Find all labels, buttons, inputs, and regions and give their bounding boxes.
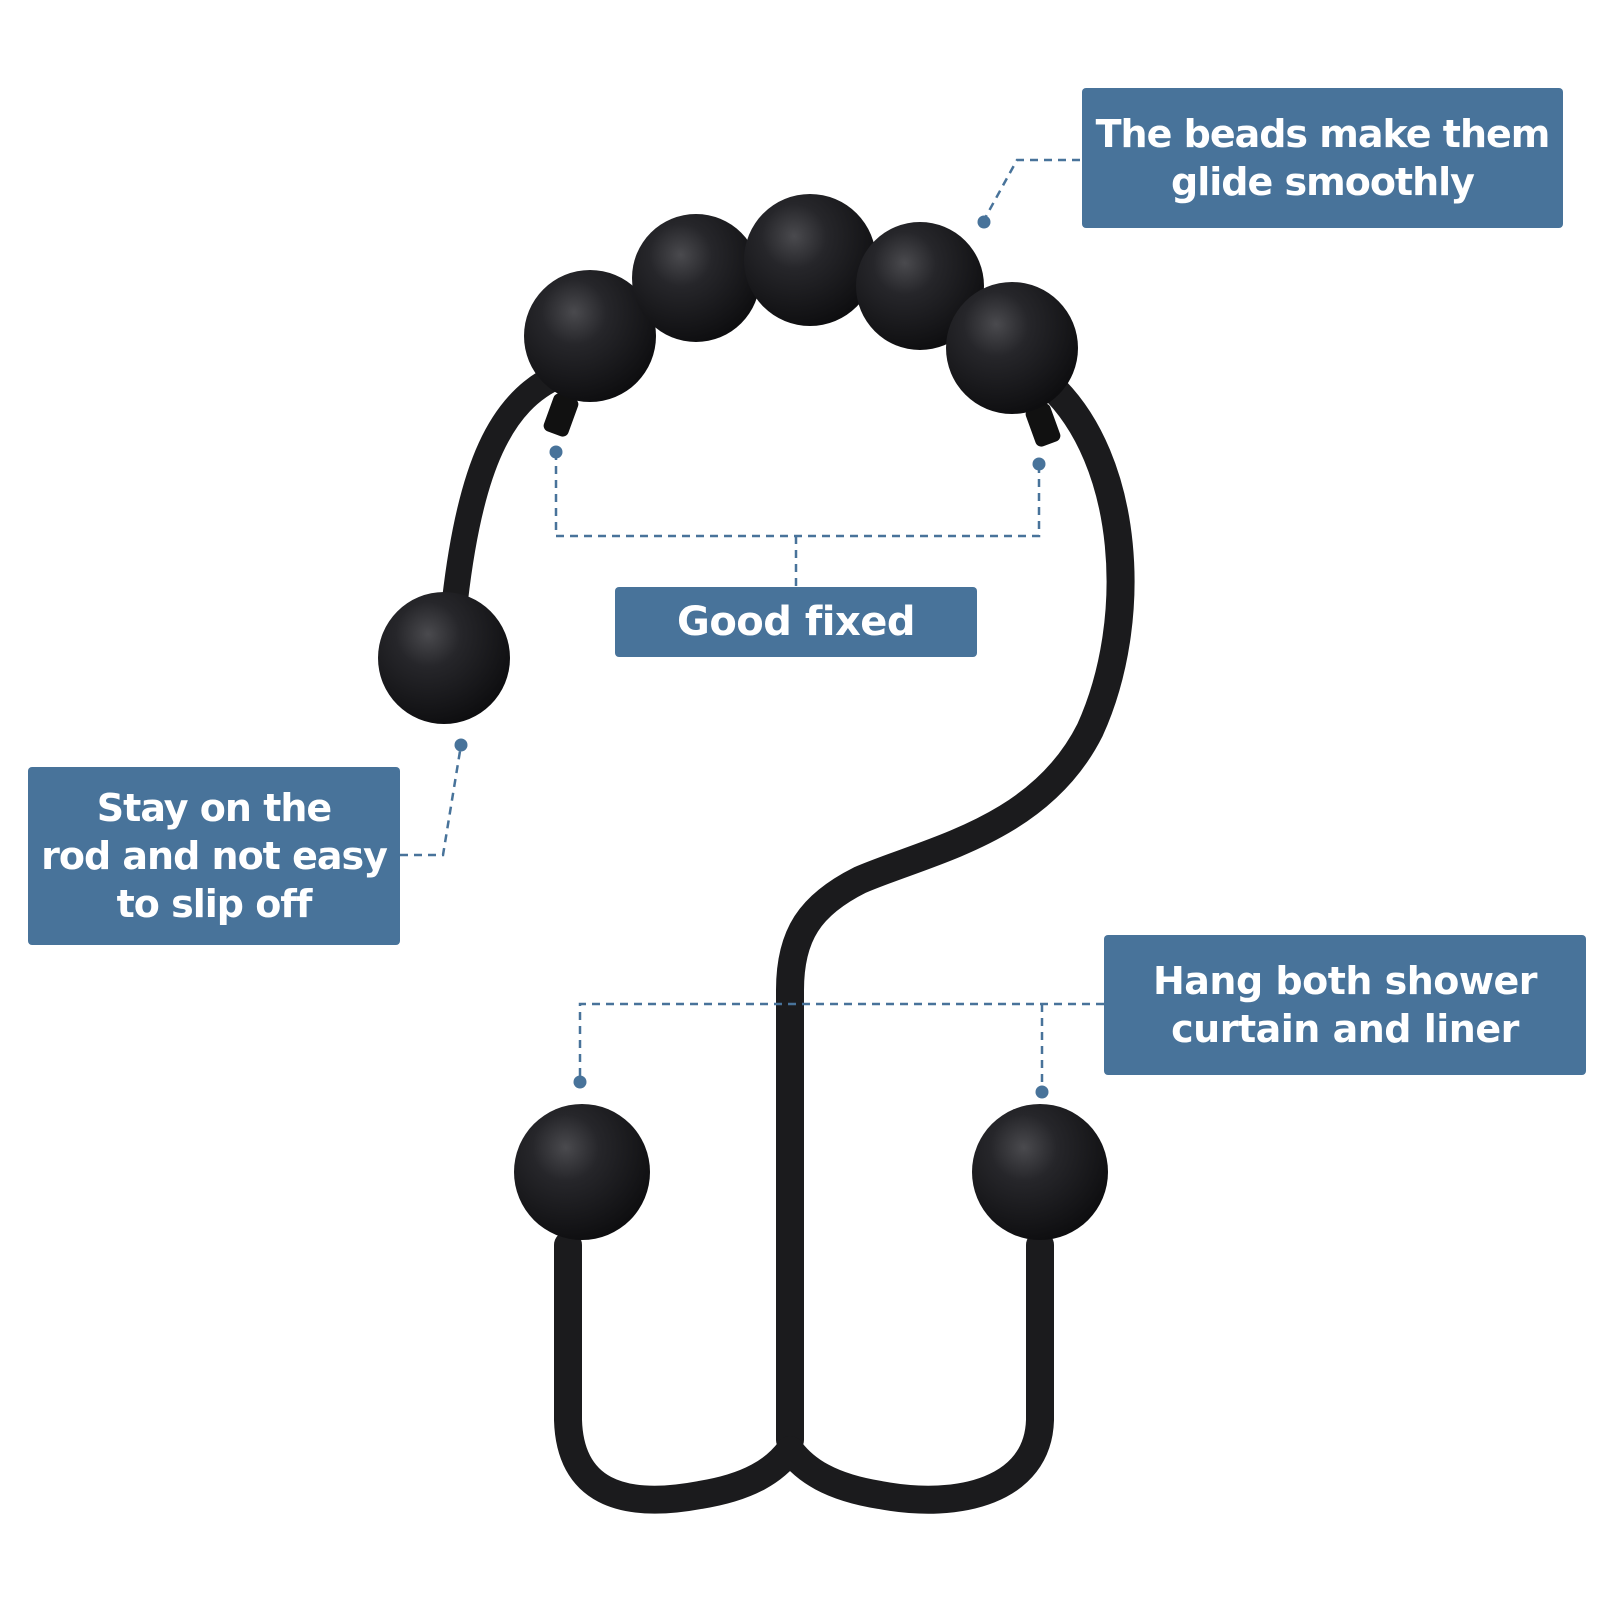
roller-bead: [524, 270, 656, 402]
leader-lines: [400, 158, 1104, 1090]
leader-dots: [454, 215, 1049, 1099]
roller-bead: [856, 222, 984, 350]
callout-hang-curtain-liner: Hang both shower curtain and liner: [1104, 935, 1586, 1075]
roller-beads: [524, 194, 1078, 414]
bottom-left-ball: [514, 1104, 650, 1240]
right-clip: [1025, 403, 1061, 447]
callout-good-fixed: Good fixed: [615, 587, 977, 657]
bottom-right-ball: [972, 1104, 1108, 1240]
callout-beads-glide: The beads make them glide smoothly: [1082, 88, 1563, 228]
left-clip: [543, 393, 579, 437]
hook-wire: [442, 362, 1135, 1514]
roller-bead: [744, 194, 876, 326]
roller-bead: [946, 282, 1078, 414]
callout-stay-on-rod: Stay on the rod and not easy to slip off: [28, 767, 400, 945]
left-end-ball: [378, 592, 510, 724]
roller-bead: [632, 214, 760, 342]
